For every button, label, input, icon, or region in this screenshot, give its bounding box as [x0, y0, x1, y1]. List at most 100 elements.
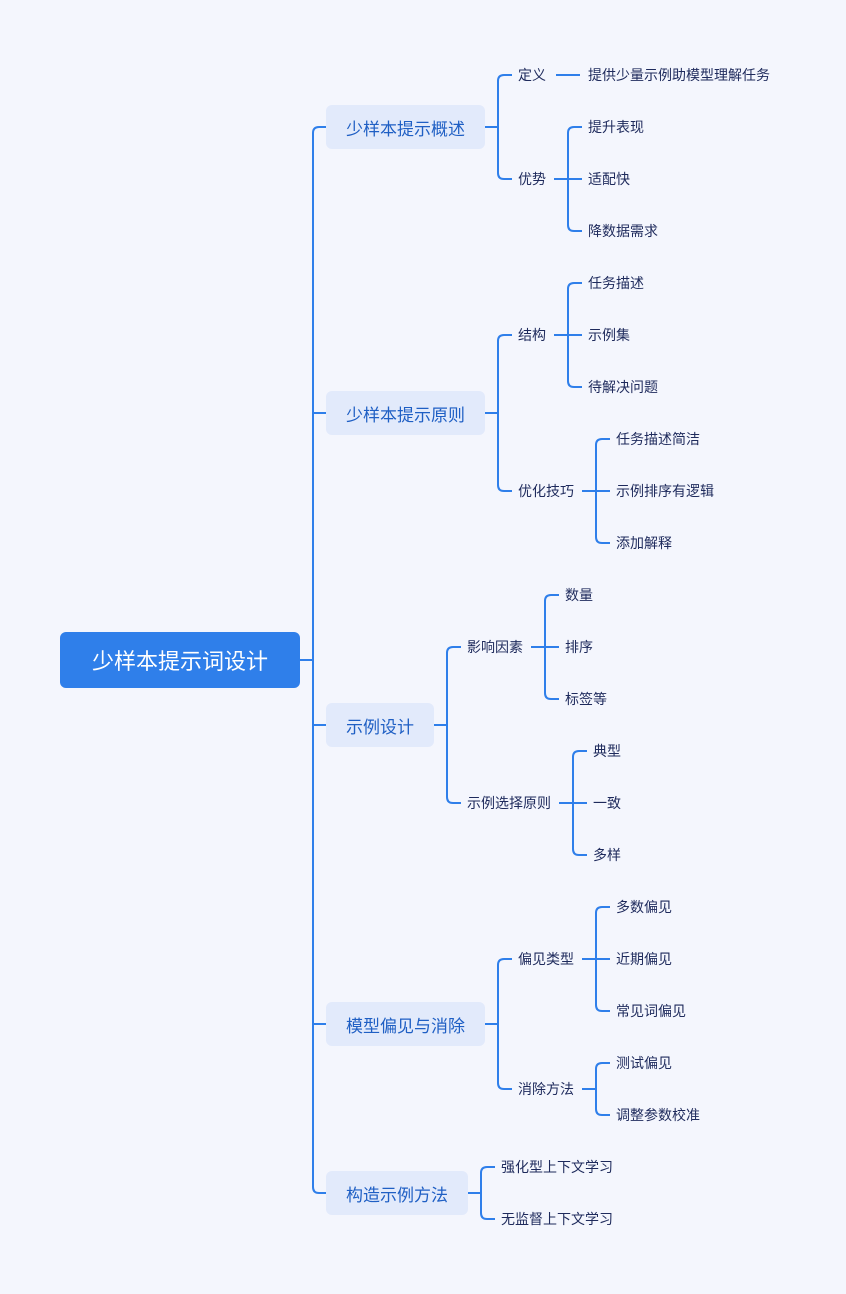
branch-connector-4-branch-0 — [480, 1166, 495, 1193]
leaf-topic-label: 降数据需求 — [587, 224, 658, 240]
subtopic-connector-0-1-branch-2 — [567, 179, 582, 232]
leaf-topic[interactable]: 测试偏见 — [616, 1051, 674, 1075]
subtopic-connector-2-1-branch-2 — [572, 803, 587, 856]
leaf-topic[interactable]: 任务描述 — [588, 271, 646, 295]
subtopic-label: 优势 — [518, 172, 546, 188]
branch-connector-3-branch-0 — [497, 958, 512, 1024]
branch-topic-label: 少样本提示原则 — [346, 405, 465, 426]
subtopic[interactable]: 偏见类型 — [518, 947, 576, 971]
leaf-topic-label: 添加解释 — [615, 536, 672, 552]
subtopic-label: 优化技巧 — [518, 484, 574, 500]
subtopic-label: 定义 — [518, 68, 546, 84]
subtopic[interactable]: 结构 — [518, 323, 548, 347]
root-connector-branch-4 — [312, 660, 326, 1194]
branch-connector-1-branch-1 — [497, 413, 512, 492]
subtopic-connector-1-0-branch-2 — [567, 335, 582, 388]
branch-connector-1-branch-0 — [497, 334, 512, 413]
branch-topic-label: 示例设计 — [346, 717, 414, 738]
branch-connector-0-branch-1 — [497, 127, 512, 180]
leaf-topic[interactable]: 多数偏见 — [616, 895, 674, 919]
subtopic-label: 示例选择原则 — [467, 796, 551, 812]
leaf-topic-label: 一致 — [592, 796, 621, 812]
leaf-topic-label: 多样 — [592, 848, 621, 864]
branch-topic[interactable]: 少样本提示原则 — [326, 391, 485, 435]
branch-connector-3-branch-1 — [497, 1024, 512, 1090]
leaf-topic[interactable]: 常见词偏见 — [616, 999, 688, 1023]
leaf-topic[interactable]: 典型 — [593, 739, 623, 763]
branch-topic-label: 模型偏见与消除 — [346, 1016, 465, 1037]
subtopic-connector-1-1-branch-0 — [595, 438, 610, 491]
leaf-topic[interactable]: 提升表现 — [588, 115, 646, 139]
branch-connector-2-branch-0 — [446, 646, 461, 725]
leaf-topic-label: 示例集 — [587, 328, 630, 344]
subtopic[interactable]: 优化技巧 — [518, 479, 576, 503]
branch-topic[interactable]: 构造示例方法 — [326, 1171, 468, 1215]
leaf-topic-label: 提升表现 — [587, 120, 644, 136]
subtopic-label: 偏见类型 — [518, 952, 574, 968]
leaf-topic[interactable]: 任务描述简洁 — [616, 427, 702, 451]
subtopic-connector-2-0-branch-2 — [544, 647, 559, 700]
subtopic-label: 消除方法 — [518, 1082, 574, 1098]
branch-connector-0-branch-0 — [497, 74, 512, 127]
subtopic-connector-3-1-branch-1 — [595, 1089, 610, 1116]
leaf-topic[interactable]: 数量 — [565, 583, 595, 607]
leaf-topic-label: 排序 — [564, 640, 593, 656]
leaf-topic-label: 待解决问题 — [587, 380, 658, 396]
subtopic-connector-0-1-branch-0 — [567, 126, 582, 179]
leaf-topic-label: 数量 — [564, 588, 593, 604]
subtopic[interactable]: 优势 — [518, 167, 548, 191]
leaf-topic-label: 适配快 — [587, 172, 630, 188]
leaf-topic-label: 常见词偏见 — [615, 1004, 686, 1020]
subtopic[interactable]: 示例选择原则 — [467, 791, 553, 815]
leaf-topic-label: 典型 — [592, 744, 621, 760]
leaf-topic[interactable]: 近期偏见 — [616, 947, 674, 971]
branch-topic[interactable]: 模型偏见与消除 — [326, 1002, 485, 1046]
subtopic-connector-1-1-branch-2 — [595, 491, 610, 544]
subtopic-connector-3-0-branch-2 — [595, 959, 610, 1012]
leaf-topic-label: 强化型上下文学习 — [501, 1160, 613, 1176]
leaf-topic[interactable]: 示例排序有逻辑 — [616, 479, 716, 503]
leaf-topic-label: 测试偏见 — [615, 1056, 672, 1072]
leaf-topic[interactable]: 降数据需求 — [588, 219, 660, 243]
subtopic[interactable]: 定义 — [518, 63, 548, 87]
leaf-topic[interactable]: 适配快 — [588, 167, 632, 191]
leaf-topic-label: 提供少量示例助模型理解任务 — [587, 68, 770, 84]
leaf-topic[interactable]: 强化型上下文学习 — [501, 1155, 615, 1179]
leaf-topic[interactable]: 提供少量示例助模型理解任务 — [588, 63, 772, 87]
leaf-topic-label: 示例排序有逻辑 — [615, 484, 714, 500]
leaf-topic[interactable]: 添加解释 — [616, 531, 674, 555]
subtopic-connector-2-0-branch-0 — [544, 594, 559, 647]
leaf-topic-label: 调整参数校准 — [615, 1108, 700, 1124]
leaf-topic[interactable]: 一致 — [593, 791, 623, 815]
leaf-topic-label: 多数偏见 — [615, 900, 672, 916]
leaf-topic[interactable]: 调整参数校准 — [616, 1103, 702, 1127]
subtopic[interactable]: 消除方法 — [518, 1077, 576, 1101]
branch-connector-2-branch-1 — [446, 725, 461, 804]
leaf-topic[interactable]: 待解决问题 — [588, 375, 660, 399]
subtopic-connector-3-1-branch-0 — [595, 1062, 610, 1089]
leaf-topic-label: 无监督上下文学习 — [501, 1212, 613, 1228]
leaf-topic[interactable]: 标签等 — [565, 687, 609, 711]
branch-connector-4-branch-1 — [480, 1193, 495, 1220]
branch-topic[interactable]: 少样本提示概述 — [326, 105, 485, 149]
leaf-topic-label: 标签等 — [564, 692, 607, 708]
leaf-topic[interactable]: 示例集 — [588, 323, 632, 347]
subtopic-label: 影响因素 — [467, 640, 523, 656]
leaf-topic[interactable]: 多样 — [593, 843, 623, 867]
root-topic[interactable]: 少样本提示词设计 — [60, 632, 300, 688]
branch-topic[interactable]: 示例设计 — [326, 703, 434, 747]
subtopic-connector-2-1-branch-0 — [572, 750, 587, 803]
leaf-topic[interactable]: 无监督上下文学习 — [501, 1207, 615, 1231]
leaf-topic-label: 近期偏见 — [615, 952, 672, 968]
branch-topic-label: 少样本提示概述 — [346, 119, 465, 140]
root-topic-label: 少样本提示词设计 — [91, 650, 268, 675]
branch-topic-label: 构造示例方法 — [346, 1185, 448, 1206]
leaf-topic-label: 任务描述简洁 — [615, 432, 700, 448]
leaf-topic[interactable]: 排序 — [565, 635, 595, 659]
subtopic[interactable]: 影响因素 — [467, 635, 525, 659]
subtopic-connector-3-0-branch-0 — [595, 906, 610, 959]
subtopic-connector-1-0-branch-0 — [567, 282, 582, 335]
root-connector-branch-0 — [312, 126, 326, 660]
